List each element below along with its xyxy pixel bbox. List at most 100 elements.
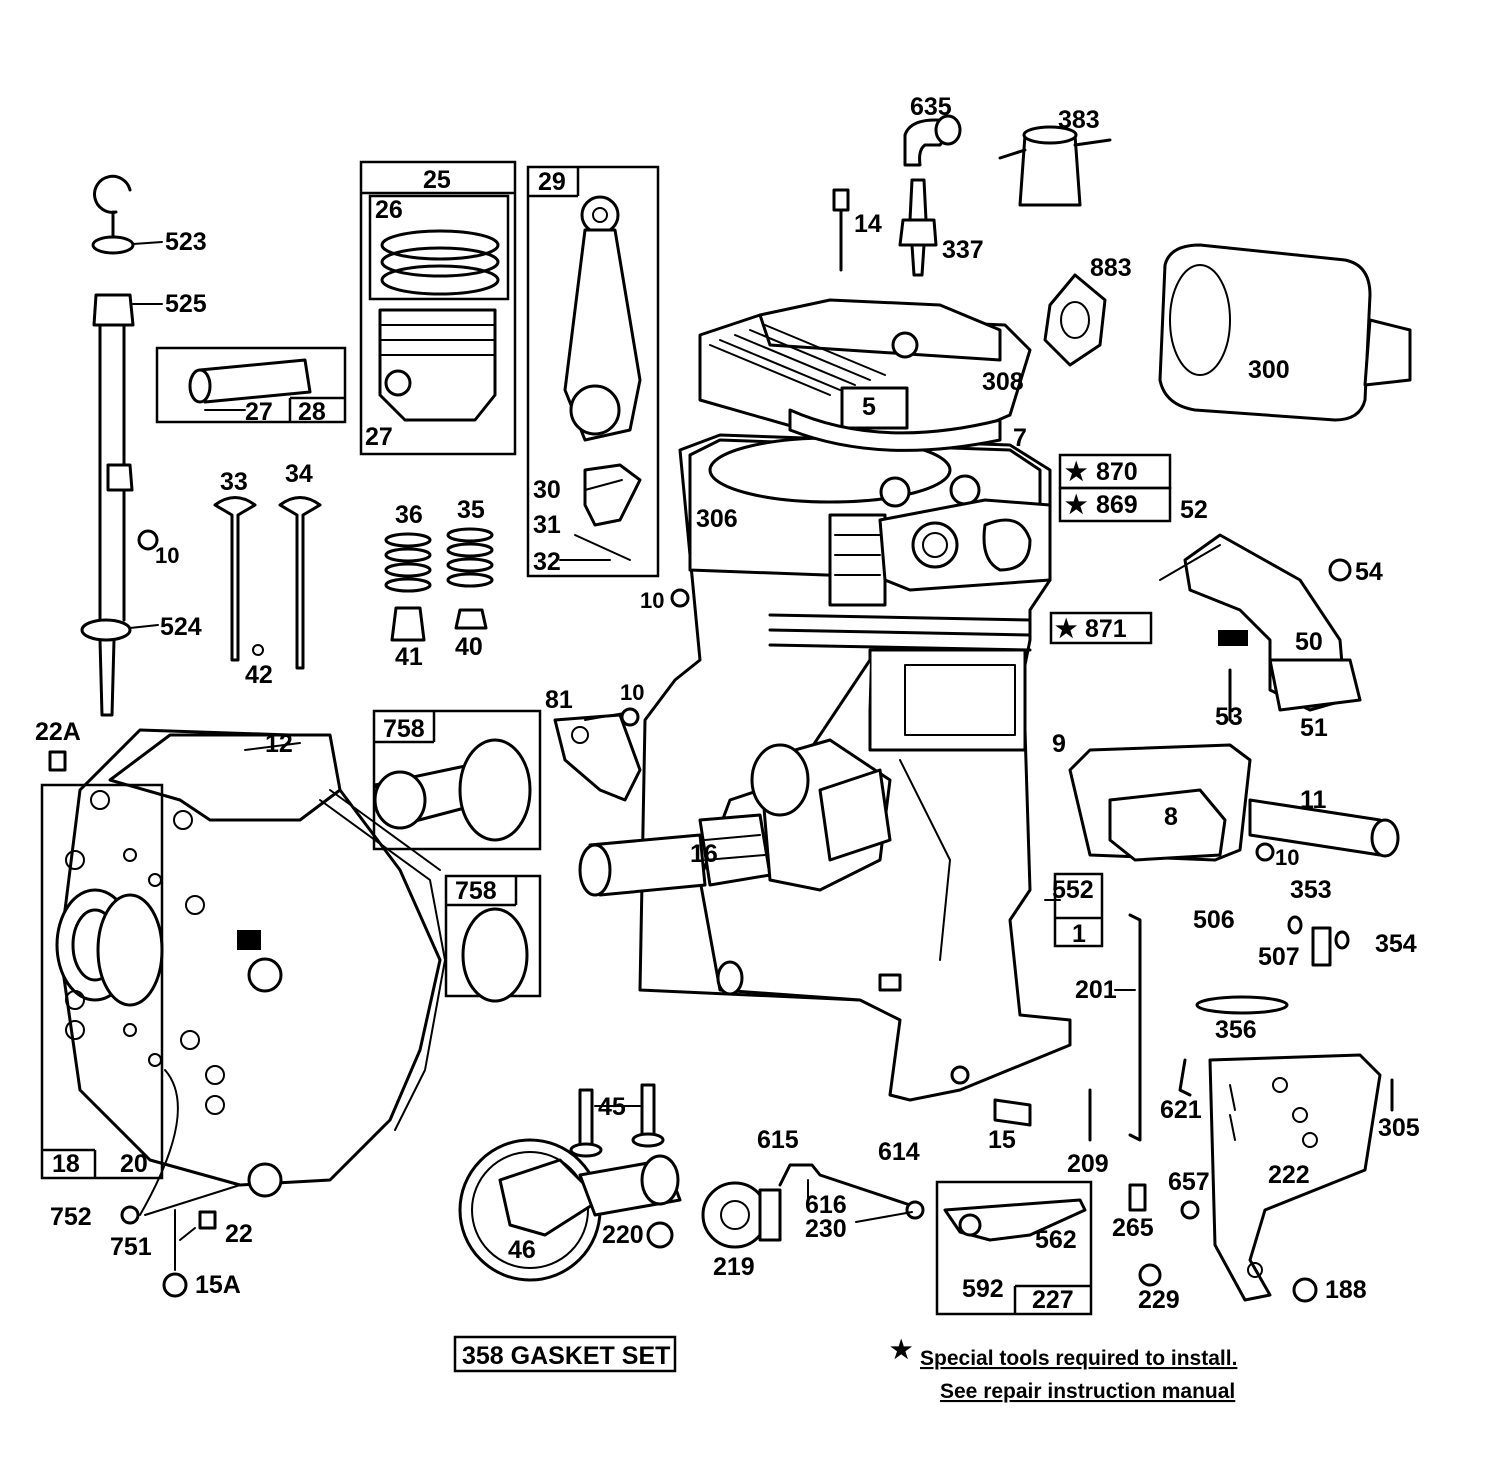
valve-springs	[384, 527, 494, 642]
label-14: 14	[854, 210, 882, 238]
spark-plug-boot	[903, 114, 962, 167]
label-53: 53	[1215, 703, 1243, 731]
piston-pin-box	[155, 346, 347, 424]
label-230: 230	[805, 1215, 847, 1243]
air-cleaner-adapter	[1068, 743, 1400, 862]
label-883: 883	[1090, 254, 1132, 282]
cylinder-head	[698, 298, 1032, 452]
label-227: 227	[1032, 1286, 1074, 1314]
label-12: 12	[265, 730, 293, 758]
part-number-labels: 523 525 524 10 22A 12 18 20 752 751 22 1…	[35, 93, 1420, 1314]
label-52: 52	[1180, 496, 1208, 524]
label-383: 383	[1058, 106, 1100, 134]
label-1: 1	[1072, 920, 1086, 948]
label-758-upper: 758	[383, 715, 425, 743]
exhaust-gasket	[1043, 273, 1107, 367]
label-871: 871	[1085, 615, 1127, 643]
label-616: 616	[805, 1191, 847, 1219]
label-7: 7	[1013, 424, 1027, 452]
label-219: 219	[713, 1253, 755, 1281]
head-bolt-14	[832, 188, 850, 272]
label-869: 869	[1096, 491, 1138, 519]
label-621: 621	[1160, 1096, 1202, 1124]
label-305: 305	[1378, 1114, 1420, 1142]
label-29: 29	[538, 168, 566, 196]
label-552: 552	[1052, 876, 1094, 904]
label-220: 220	[602, 1221, 644, 1249]
footnote-line-2: See repair instruction manual	[940, 1380, 1235, 1403]
label-525: 525	[165, 290, 207, 318]
label-40: 40	[455, 633, 483, 661]
label-353: 353	[1290, 876, 1332, 904]
label-308: 308	[982, 368, 1024, 396]
label-5: 5	[862, 393, 876, 421]
label-870: 870	[1096, 458, 1138, 486]
dipstick-assembly	[80, 174, 135, 717]
special-tools-footnote: ★ Special tools required to install. See…	[890, 1336, 1237, 1403]
label-46: 46	[508, 1236, 536, 1264]
label-507: 507	[1258, 943, 1300, 971]
label-8: 8	[1164, 803, 1178, 831]
label-41: 41	[395, 643, 423, 671]
connecting-rod-box	[526, 165, 660, 578]
label-15: 15	[988, 1126, 1016, 1154]
label-26: 26	[375, 196, 403, 224]
label-16: 16	[690, 840, 718, 868]
piston-box	[359, 160, 517, 456]
leader-lines	[129, 241, 1221, 1271]
footnote-line-1: Special tools required to install.	[920, 1347, 1237, 1370]
label-30: 30	[533, 476, 561, 504]
label-15a: 15A	[195, 1271, 241, 1299]
label-18: 18	[52, 1150, 80, 1178]
label-751: 751	[110, 1233, 152, 1261]
label-306: 306	[696, 505, 738, 533]
label-51: 51	[1300, 714, 1328, 742]
label-20: 20	[120, 1150, 148, 1178]
label-523: 523	[165, 228, 207, 256]
tappets	[569, 1083, 665, 1158]
label-635: 635	[910, 93, 952, 121]
label-657: 657	[1168, 1168, 1210, 1196]
control-bracket	[1208, 1053, 1382, 1302]
label-star-870: ★	[1065, 458, 1088, 486]
label-31: 31	[533, 511, 561, 539]
label-54: 54	[1355, 558, 1383, 586]
footnote-star: ★	[890, 1336, 913, 1364]
label-300: 300	[1248, 356, 1290, 384]
label-752: 752	[50, 1203, 92, 1231]
label-star-871: ★	[1055, 615, 1078, 643]
label-562: 562	[1035, 1226, 1077, 1254]
label-614: 614	[878, 1138, 920, 1166]
governor-gear	[701, 1181, 782, 1249]
label-45: 45	[598, 1093, 626, 1121]
label-337: 337	[942, 236, 984, 264]
governor-crank	[778, 1163, 925, 1220]
crankshaft	[578, 738, 892, 897]
label-222: 222	[1268, 1161, 1310, 1189]
label-22: 22	[225, 1220, 253, 1248]
label-615: 615	[757, 1126, 799, 1154]
label-36: 36	[395, 501, 423, 529]
label-50: 50	[1295, 628, 1323, 656]
label-354: 354	[1375, 930, 1417, 958]
label-42: 42	[245, 661, 273, 689]
label-10-carb: 10	[1275, 845, 1299, 870]
label-27-piston: 27	[365, 423, 393, 451]
label-9: 9	[1052, 730, 1066, 758]
label-524: 524	[160, 613, 202, 641]
label-28: 28	[298, 398, 326, 426]
label-758-lower: 758	[455, 877, 497, 905]
muffler	[1158, 243, 1412, 422]
camshaft-gear	[458, 1138, 682, 1282]
label-10-dipstick: 10	[155, 543, 179, 568]
intake-elbow	[1183, 533, 1362, 722]
label-10-block: 10	[640, 588, 664, 613]
label-25: 25	[423, 166, 451, 194]
label-star-869: ★	[1065, 491, 1088, 519]
label-22a: 22A	[35, 718, 81, 746]
label-188: 188	[1325, 1276, 1367, 1304]
label-356: 356	[1215, 1016, 1257, 1044]
crankcase-cover	[55, 728, 446, 1198]
label-27-pin: 27	[245, 398, 273, 426]
